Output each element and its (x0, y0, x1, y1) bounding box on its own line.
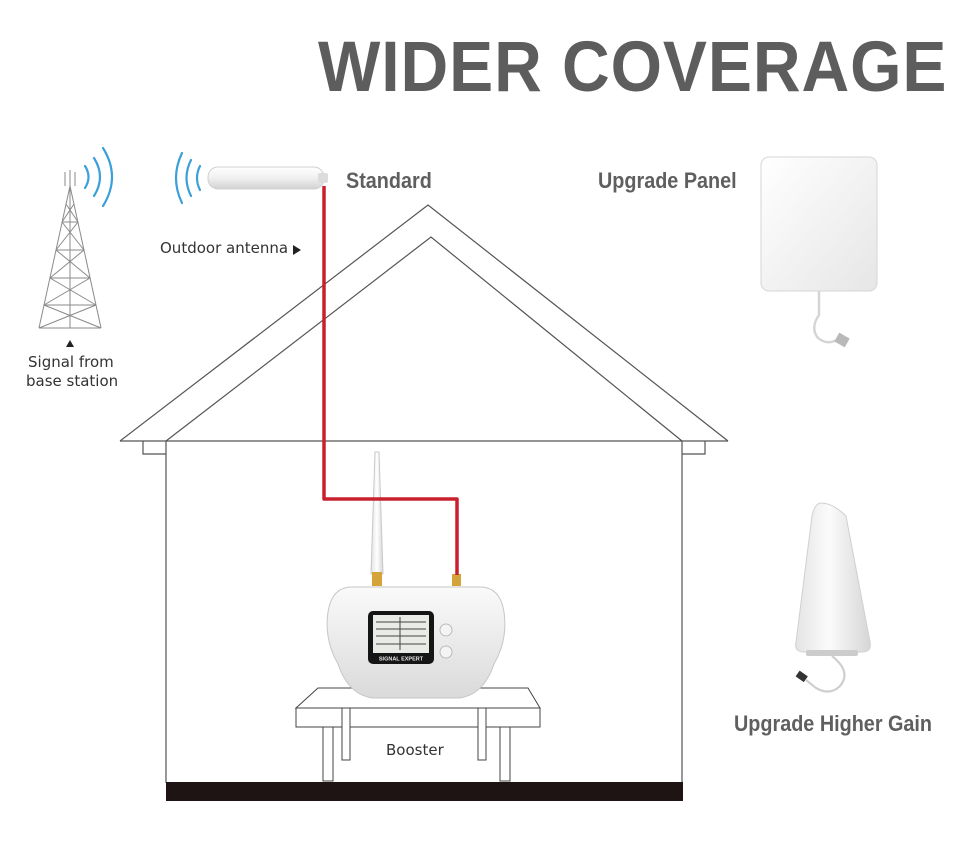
house-floor (166, 782, 683, 801)
house-outline (119, 204, 729, 783)
up-arrow-icon (66, 340, 74, 347)
booster-brand-text: SIGNAL EXPERT (379, 657, 424, 663)
signal-from-label-line2: base station (26, 372, 119, 390)
panel-antenna-icon (760, 156, 878, 348)
outdoor-antenna-waves-icon (174, 151, 202, 205)
signal-tower-icon (38, 170, 102, 329)
signal-from-label-line1: Signal from (28, 353, 114, 371)
upgrade-higher-gain-label: Upgrade Higher Gain (734, 711, 933, 736)
right-arrow-icon (293, 245, 301, 255)
standard-label: Standard (346, 168, 432, 193)
table (294, 687, 541, 782)
booster-label: Booster (386, 741, 444, 759)
coaxial-cable (322, 186, 459, 575)
outdoor-antenna-icon (207, 166, 328, 190)
upgrade-panel-label: Upgrade Panel (598, 168, 737, 193)
outdoor-antenna-label: Outdoor antenna (160, 239, 289, 257)
lpda-antenna-icon (795, 502, 871, 693)
booster-connector-icon (452, 574, 461, 586)
headline: WIDER COVERAGE (318, 28, 948, 107)
tower-signal-waves-icon (83, 146, 113, 208)
booster-whip-antenna-icon (370, 451, 384, 586)
booster-device-icon (326, 586, 506, 699)
